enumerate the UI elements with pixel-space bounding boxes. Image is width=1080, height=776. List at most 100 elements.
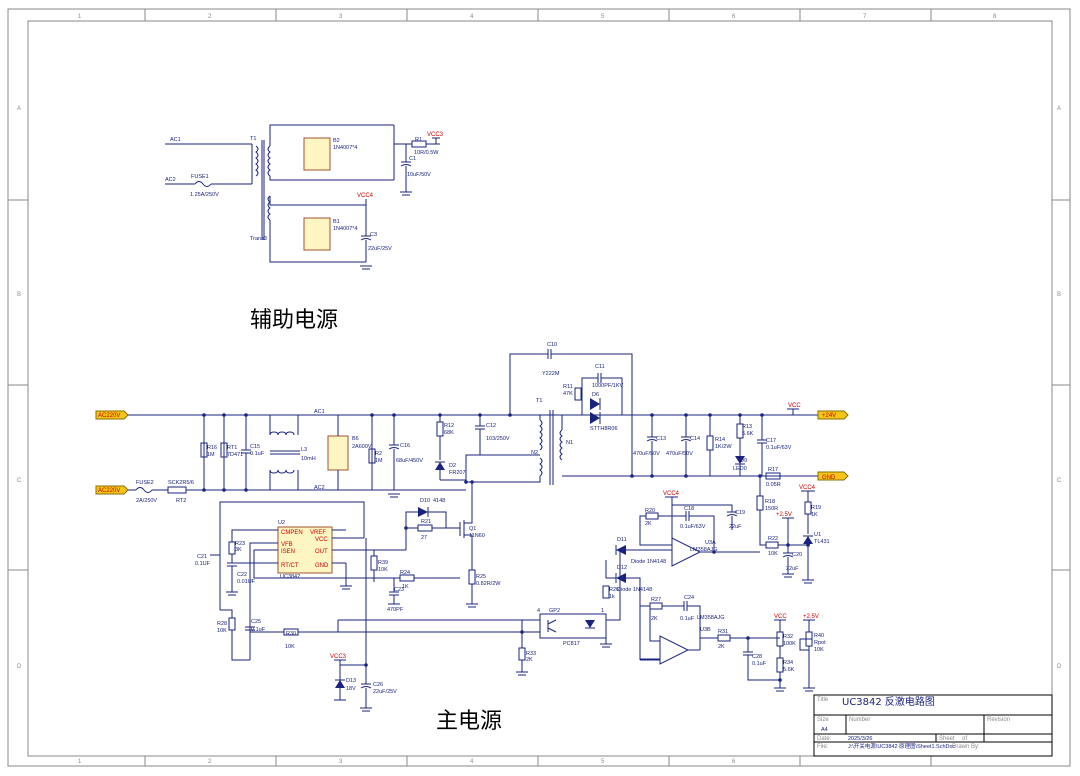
main-ac1-label: AC1 <box>314 409 325 415</box>
grid-row-b-right: B <box>1057 292 1061 298</box>
grid-col-5-bottom: 5 <box>601 759 605 765</box>
r19-value: 1K <box>811 512 818 518</box>
trans-ref: T1 <box>250 136 256 142</box>
d9-ref: D9 <box>740 458 747 464</box>
sheet-label: Sheet <box>939 736 955 742</box>
r13-value: 5.6K <box>742 431 754 437</box>
v25-rpot-label: +2.5V <box>803 614 819 620</box>
aux-supply: AC1 AC2 FUSE1 1.25A/250V T1 Trans3 B2 1N… <box>165 124 444 333</box>
pin-vref: VREF <box>310 530 326 536</box>
c20-value: 22uF <box>786 566 799 572</box>
r17-ref: R17 <box>768 467 778 473</box>
r20-value: 2K <box>645 521 652 527</box>
b2-ref: B2 <box>333 138 340 144</box>
r31-value: 2K <box>718 644 725 650</box>
grid-row-d-right: D <box>1057 664 1062 670</box>
revision-label: Revision <box>987 717 1010 723</box>
r32-ref: R32 <box>783 634 793 640</box>
d11-ref: D11 <box>617 537 627 543</box>
gp2-ref: GP2 <box>549 608 560 614</box>
r26-value: 1k <box>609 594 615 600</box>
u3a-ref: U3A <box>705 540 716 546</box>
d6-value: STTH8R06 <box>590 426 618 432</box>
c17-value: 0.1uF/63V <box>766 445 792 451</box>
c28-ref: C28 <box>752 654 762 660</box>
r14-ref: R14 <box>715 437 725 443</box>
d10-ref: D10 <box>420 498 430 504</box>
r22-value: 10K <box>768 551 778 557</box>
r28-ref: R28 <box>217 621 227 627</box>
size-label: Size <box>817 717 829 723</box>
v25-label: +2.5V <box>776 512 792 518</box>
main-section-title: 主电源 <box>436 709 502 734</box>
vcc-r32-label: VCC <box>774 614 787 620</box>
u3a-value: LM358AJG <box>690 547 718 553</box>
b1-value: 1N4007*4 <box>333 226 357 232</box>
grid-col-6-bottom: 6 <box>732 759 736 765</box>
c17-ref: C17 <box>766 438 776 444</box>
bridge-b6 <box>327 435 349 471</box>
c21-value: 0.1UF <box>195 561 211 567</box>
l3-value: 10mH <box>301 456 316 462</box>
c3-value: 22uF/25V <box>368 246 392 252</box>
r14-value: 1K/2W <box>715 444 732 450</box>
c10-value: Y222M <box>542 371 560 377</box>
c1-value: 10uF/50V <box>407 172 431 178</box>
date-label: Date: <box>817 736 832 742</box>
r30-value: 10K <box>285 644 295 650</box>
d2-ref: D2 <box>449 463 456 469</box>
number-label: Number <box>849 717 870 723</box>
sheet-of: of <box>962 736 967 742</box>
c10-ref: C10 <box>547 342 557 348</box>
r25-value: 0.82R/2W <box>476 581 501 587</box>
grid-col-7: 7 <box>863 14 867 20</box>
port-out-gnd-label: GND <box>822 475 836 481</box>
u3b-opamp <box>659 635 690 665</box>
grid-row-c-right: C <box>1057 478 1062 484</box>
grid-col-6: 6 <box>732 14 736 20</box>
c25-value: 0.1uF <box>251 627 266 633</box>
fuse2-ref: FUSE2 <box>136 480 154 486</box>
d12-ref: D12 <box>617 565 627 571</box>
d13-ref: D13 <box>346 678 356 684</box>
u3b-value: LM358AJG <box>697 615 725 621</box>
u3b-ref: U3B <box>700 627 711 633</box>
r12-value: 68K <box>444 430 454 436</box>
d2-value: FR207 <box>449 470 466 476</box>
port-out-24v-label: +24V <box>822 413 836 419</box>
title-label: Title <box>817 697 829 703</box>
r39-ref: R39 <box>378 560 388 566</box>
c16-value: 68uF/450V <box>396 458 423 464</box>
grid-col-1-bottom: 1 <box>78 759 82 765</box>
c24-ref: C24 <box>684 595 694 601</box>
b1-ref: B1 <box>333 219 340 225</box>
d13-value: 18V <box>346 686 356 692</box>
rt1-value: 7D471 <box>227 452 243 458</box>
r22-ref: R22 <box>768 536 778 542</box>
r40-value: 10K <box>814 647 824 653</box>
c13-value: 470uF/50V <box>633 451 660 457</box>
grid-row-b: B <box>17 292 21 298</box>
ntc-value: RT2 <box>176 498 186 504</box>
c23-ref: C23 <box>394 587 404 593</box>
c3-ref: C3 <box>370 232 377 238</box>
r24-value: 1K <box>402 584 409 590</box>
vcc4-label-main: VCC4 <box>663 491 680 497</box>
c11-ref: C11 <box>595 364 605 370</box>
c14-value: 470uF/50V <box>666 451 693 457</box>
c12-ref: C12 <box>486 423 496 429</box>
r34-value: 5.6K <box>783 667 795 673</box>
fuse1-value: 1.25A/250V <box>190 192 219 198</box>
grid-col-1: 1 <box>78 14 82 20</box>
r23-ref: R23 <box>235 541 245 547</box>
c24-value: 0.1uF <box>680 616 695 622</box>
r39-value: 10K <box>378 567 388 573</box>
c19-value: 22uF <box>729 524 742 530</box>
grid-row-d: D <box>17 664 22 670</box>
r11-ref: R11 <box>563 384 573 390</box>
r19-ref: R19 <box>811 505 821 511</box>
grid-col-8: 8 <box>993 14 997 20</box>
c15-value: 0.1uF <box>250 451 265 457</box>
title-block: Title UC3842 反激电路图 Size A4 Number Revisi… <box>813 694 1053 757</box>
